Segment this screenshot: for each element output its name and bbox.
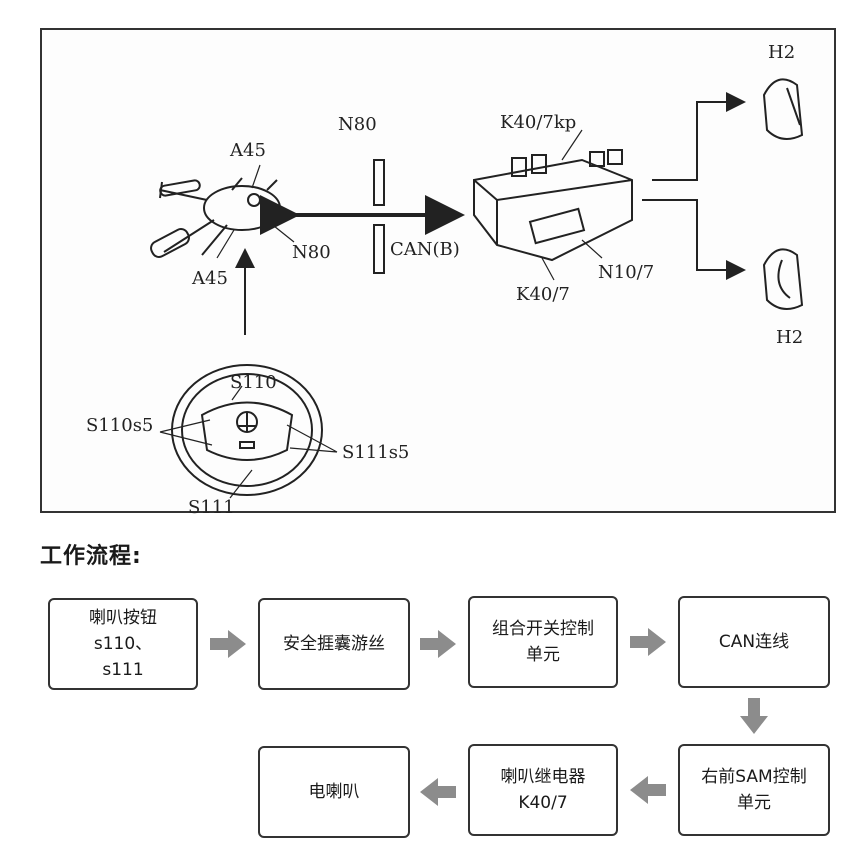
sam-fuse-box-drawing	[473, 149, 633, 262]
combination-switch-drawing	[150, 177, 281, 258]
can-bus-junction	[373, 159, 385, 274]
horn-output-lines	[642, 92, 746, 280]
step-airbag-clockspring: 安全捱囊游丝	[258, 598, 410, 690]
step-can-connection: CAN连线	[678, 596, 830, 688]
flow-arrow-right-3	[630, 628, 666, 656]
step-front-right-sam-unit: 右前SAM控制 单元	[678, 744, 830, 836]
switch-leader-lines	[216, 129, 603, 281]
wheel-leader-lines	[159, 385, 338, 499]
horn-drawing-top	[762, 78, 804, 140]
flow-arrow-right-2	[420, 630, 456, 658]
flow-arrow-left-2	[420, 778, 456, 806]
label-can-b: CAN(B)	[390, 239, 460, 260]
flow-arrow-left-1	[630, 776, 666, 804]
step-horn-button: 喇叭按钮s110、 s111	[48, 598, 198, 690]
label-a45-bottom: A45	[191, 268, 228, 289]
step-combination-switch-unit: 组合开关控制 单元	[468, 596, 618, 688]
label-s110s5: S110s5	[86, 415, 153, 436]
label-s111s5: S111s5	[342, 442, 409, 463]
wiring-diagram-panel: N80 K40/7kp A45 A45 N80 CAN(B) K40/7 N10…	[40, 28, 836, 515]
label-a45-top: A45	[229, 140, 266, 161]
flow-arrow-right-1	[210, 630, 246, 658]
label-n80-top: N80	[338, 114, 377, 135]
step-electric-horn: 电喇叭	[258, 746, 410, 838]
label-k40-7: K40/7	[516, 284, 570, 305]
label-n10-7: N10/7	[598, 262, 654, 283]
label-h2-bottom: H2	[776, 327, 803, 348]
flow-arrow-down	[740, 698, 768, 734]
label-n80-side: N80	[292, 242, 331, 263]
label-s110: S110	[230, 372, 277, 393]
wiring-diagram: N80 K40/7kp A45 A45 N80 CAN(B) K40/7 N10…	[86, 42, 804, 515]
steering-wheel-drawing	[171, 364, 323, 496]
label-s111: S111	[188, 497, 235, 515]
workflow-title: 工作流程:	[40, 544, 142, 569]
label-h2-top: H2	[768, 42, 795, 63]
label-k40-7kp: K40/7kp	[500, 112, 576, 133]
horn-drawing-bottom	[762, 248, 804, 310]
step-horn-relay: 喇叭继电器 K40/7	[468, 744, 618, 836]
